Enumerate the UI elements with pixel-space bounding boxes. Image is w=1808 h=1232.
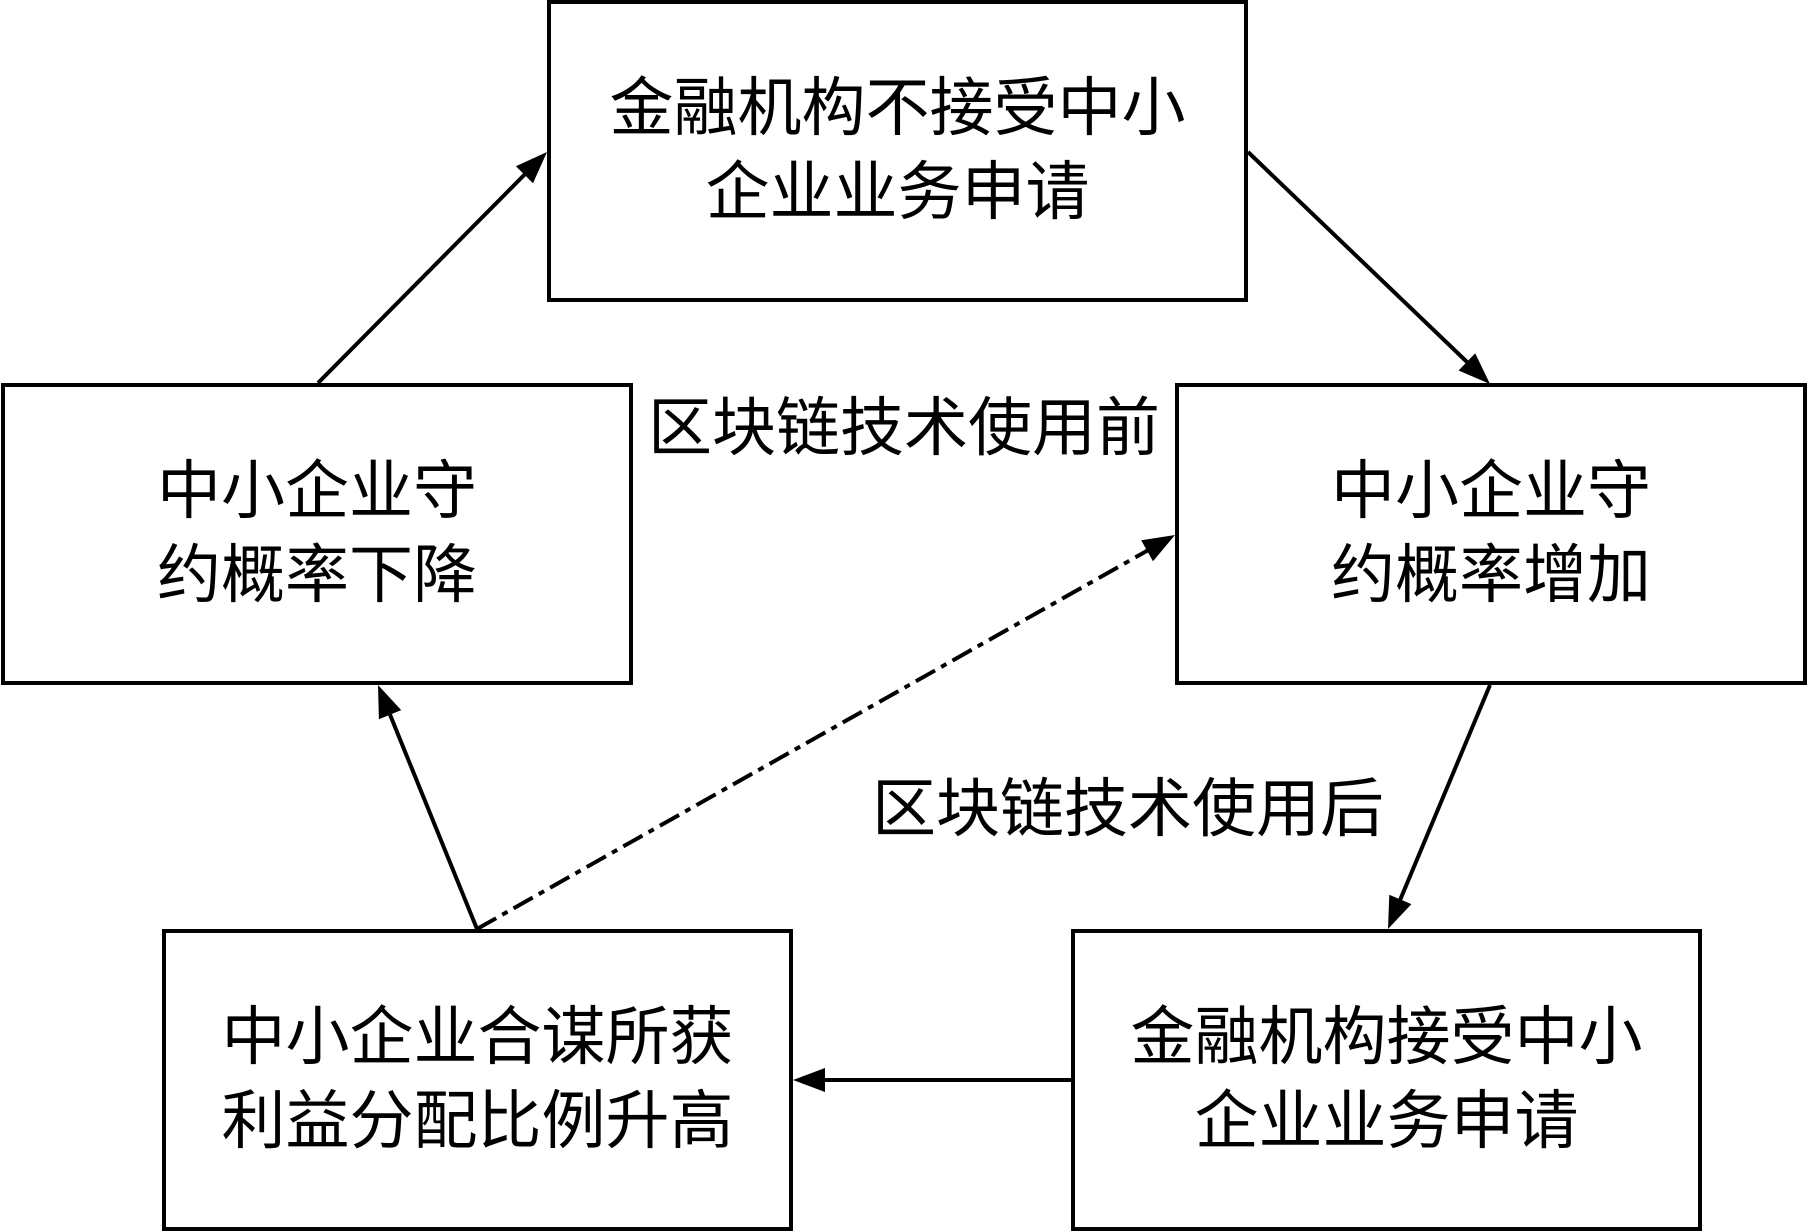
arrow-reject-to-compliance-up	[1246, 150, 1476, 370]
arrowhead-icon	[1141, 535, 1175, 562]
node-text-line: 金融机构接受中小	[1130, 1001, 1643, 1075]
arrowhead-icon	[378, 685, 402, 720]
node-compliance-probability-up: 中小企业守 约概率增加	[1175, 383, 1807, 685]
arrow-compliance-down-to-reject	[316, 166, 533, 385]
node-text-line: 企业业务申请	[705, 156, 1090, 230]
node-text-line: 中小企业合谋所获	[221, 1001, 734, 1075]
node-text-line: 约概率增加	[1331, 539, 1651, 613]
node-text-line: 约概率下降	[157, 539, 477, 613]
arrowhead-icon	[515, 152, 547, 184]
arrowhead-icon	[1458, 353, 1490, 384]
node-text-line: 中小企业守	[1331, 455, 1651, 529]
node-collusion-share-up: 中小企业合谋所获 利益分配比例升高	[162, 929, 793, 1231]
label-after-blockchain: 区块链技术使用后	[872, 773, 1384, 847]
node-text-line: 金融机构不接受中小	[609, 72, 1186, 146]
node-text-line: 企业业务申请	[1194, 1085, 1579, 1159]
arrowhead-icon	[793, 1068, 825, 1092]
node-institution-rejects-application: 金融机构不接受中小 企业业务申请	[547, 0, 1248, 302]
node-text-line: 利益分配比例升高	[221, 1085, 734, 1159]
arrow-compliance-up-to-accept	[1394, 684, 1492, 910]
arrowhead-icon	[1388, 894, 1412, 929]
label-before-blockchain: 区块链技术使用前	[648, 392, 1160, 466]
node-compliance-probability-down: 中小企业守 约概率下降	[1, 383, 633, 685]
node-institution-accepts-application: 金融机构接受中小 企业业务申请	[1071, 929, 1702, 1231]
arrow-collusion-to-compliance-down	[384, 705, 479, 930]
node-text-line: 中小企业守	[157, 455, 477, 529]
